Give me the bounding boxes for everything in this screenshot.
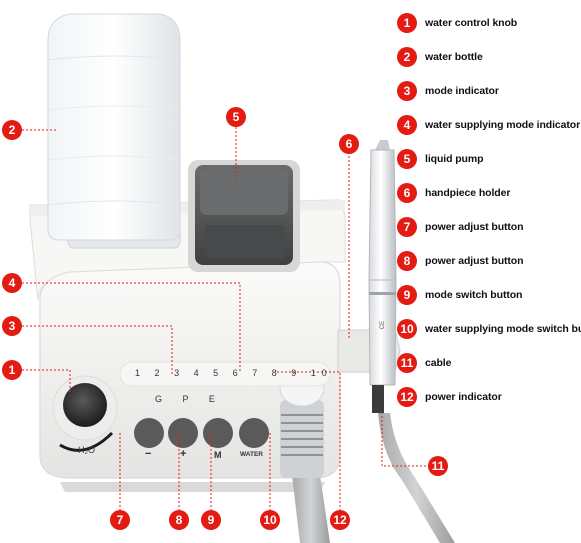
legend-item: 3 mode indicator [397,80,499,102]
legend-item: 2 water bottle [397,46,483,68]
legend-item: 11 cable [397,352,451,374]
legend-badge: 2 [397,47,417,67]
callout-12: 12 [330,510,350,530]
water-mode-switch-button[interactable] [239,418,269,448]
legend-label: mode switch button [425,289,523,301]
handpiece: CE [368,140,397,413]
legend-badge: 6 [397,183,417,203]
knob-label: H₂O [78,445,95,455]
legend-item: 12 power indicator [397,386,502,408]
callout-11: 11 [428,456,448,476]
legend-label: power adjust button [425,255,524,267]
legend-label: power adjust button [425,221,524,233]
legend-label: water bottle [425,51,483,63]
callout-6: 6 [339,134,359,154]
callout-leader-lines [22,127,434,515]
power-level-1: 1 [135,368,147,378]
power-level-10: 10 [310,368,333,378]
mode-label-p: P [182,394,198,404]
legend-item: 1 water control knob [397,12,517,34]
legend-badge: 3 [397,81,417,101]
mode-label-g: G [155,394,172,404]
callout-4: 4 [2,273,22,293]
legend-badge: 11 [397,353,417,373]
legend-badge: 7 [397,217,417,237]
mode-switch-button[interactable] [203,418,233,448]
power-minus-button[interactable] [134,418,164,448]
legend-badge: 9 [397,285,417,305]
legend-label: water control knob [425,17,518,29]
callout-7: 7 [110,510,130,530]
legend-item: 7 power adjust button [397,216,524,238]
callout-9: 9 [201,510,221,530]
legend-badge: 8 [397,251,417,271]
plus-label: + [180,448,187,460]
callout-8: 8 [169,510,189,530]
legend-label: water supplying mode switch button [425,323,581,335]
power-level-4: 4 [193,368,205,378]
power-level-7: 7 [252,368,264,378]
legend-item: 10 water supplying mode switch button [397,318,581,340]
legend-item: 6 handpiece holder [397,182,510,204]
callout-2: 2 [2,120,22,140]
legend-badge: 12 [397,387,417,407]
legend-label: water supplying mode indicator [425,119,581,131]
legend-badge: 4 [397,115,417,135]
power-plus-button[interactable] [168,418,198,448]
legend-label: power indicator [425,391,502,403]
handpiece-cable [378,413,455,543]
power-level-3: 3 [174,368,186,378]
callout-1: 1 [2,360,22,380]
mode-button-label: M [214,450,222,460]
legend-item: 4 water supplying mode indicator [397,114,580,136]
callout-3: 3 [2,316,22,336]
main-cable [279,369,330,543]
legend-label: liquid pump [425,153,484,165]
power-level-9: 9 [291,368,303,378]
power-scale: 1 2 3 4 5 6 7 8 9 10 [135,368,333,378]
mode-label-e: E [208,394,224,404]
legend-item: 8 power adjust button [397,250,524,272]
legend-label: handpiece holder [425,187,511,199]
handpiece-marking: CE [380,321,386,329]
water-bottle [47,13,181,249]
legend-badge: 1 [397,13,417,33]
minus-label: − [145,448,152,460]
callout-10: 10 [260,510,280,530]
water-control-knob[interactable] [63,383,107,427]
liquid-pump [188,160,300,272]
callout-5: 5 [226,107,246,127]
mode-labels: G P E [155,394,224,404]
power-level-6: 6 [232,368,244,378]
power-level-8: 8 [271,368,283,378]
legend-badge: 5 [397,149,417,169]
legend-item: 9 mode switch button [397,284,522,306]
legend-item: 5 liquid pump [397,148,483,170]
power-level-5: 5 [213,368,225,378]
power-level-2: 2 [154,368,166,378]
legend-label: mode indicator [425,85,499,97]
legend-badge: 10 [397,319,417,339]
legend-label: cable [425,357,452,369]
water-button-label: WATER [240,451,263,458]
